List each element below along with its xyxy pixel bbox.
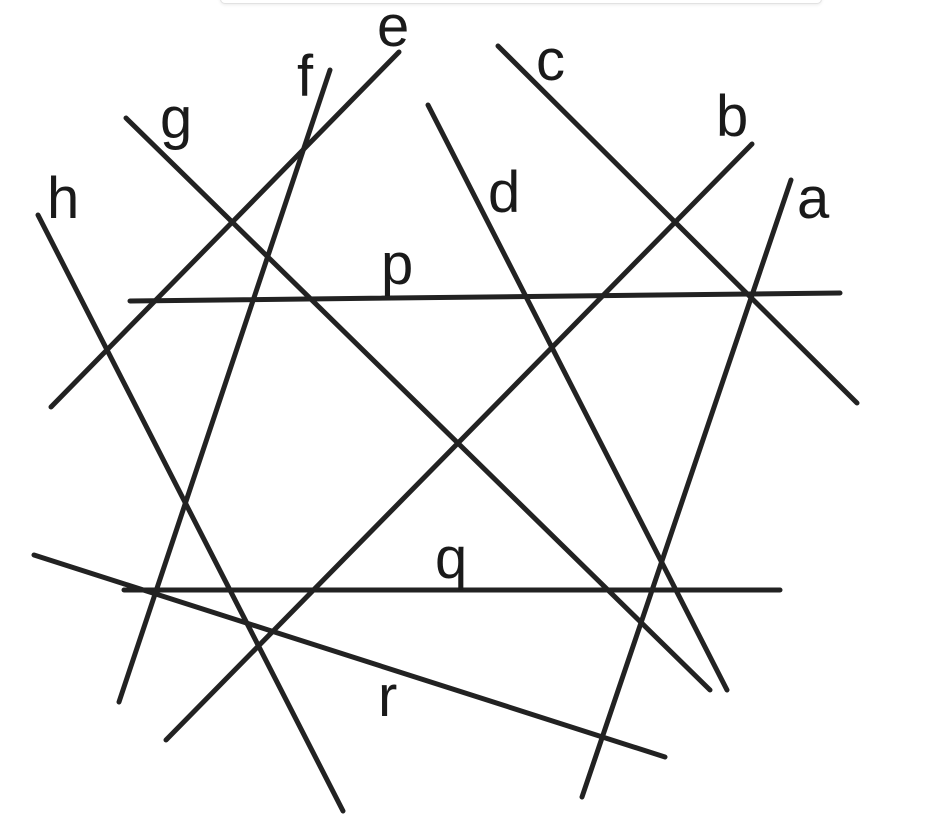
line-f (116, 67, 333, 705)
line-d (425, 102, 730, 693)
line-r (31, 552, 668, 760)
label-p: p (381, 232, 413, 297)
label-g: g (160, 86, 192, 151)
label-a: a (797, 166, 830, 231)
line-h (35, 212, 346, 814)
label-q: q (435, 526, 467, 591)
label-e: e (377, 0, 409, 59)
label-f: f (297, 44, 314, 109)
line-segments (31, 43, 860, 814)
line-g (123, 115, 713, 693)
line-labels: a b c d e f g h p q r (47, 0, 830, 729)
label-d: d (488, 160, 520, 225)
label-h: h (47, 166, 79, 231)
label-b: b (716, 84, 748, 149)
line-c (495, 43, 860, 406)
line-a (579, 177, 794, 800)
line-p (127, 290, 843, 304)
label-c: c (536, 28, 565, 93)
label-r: r (378, 664, 397, 729)
line-e (48, 49, 402, 410)
